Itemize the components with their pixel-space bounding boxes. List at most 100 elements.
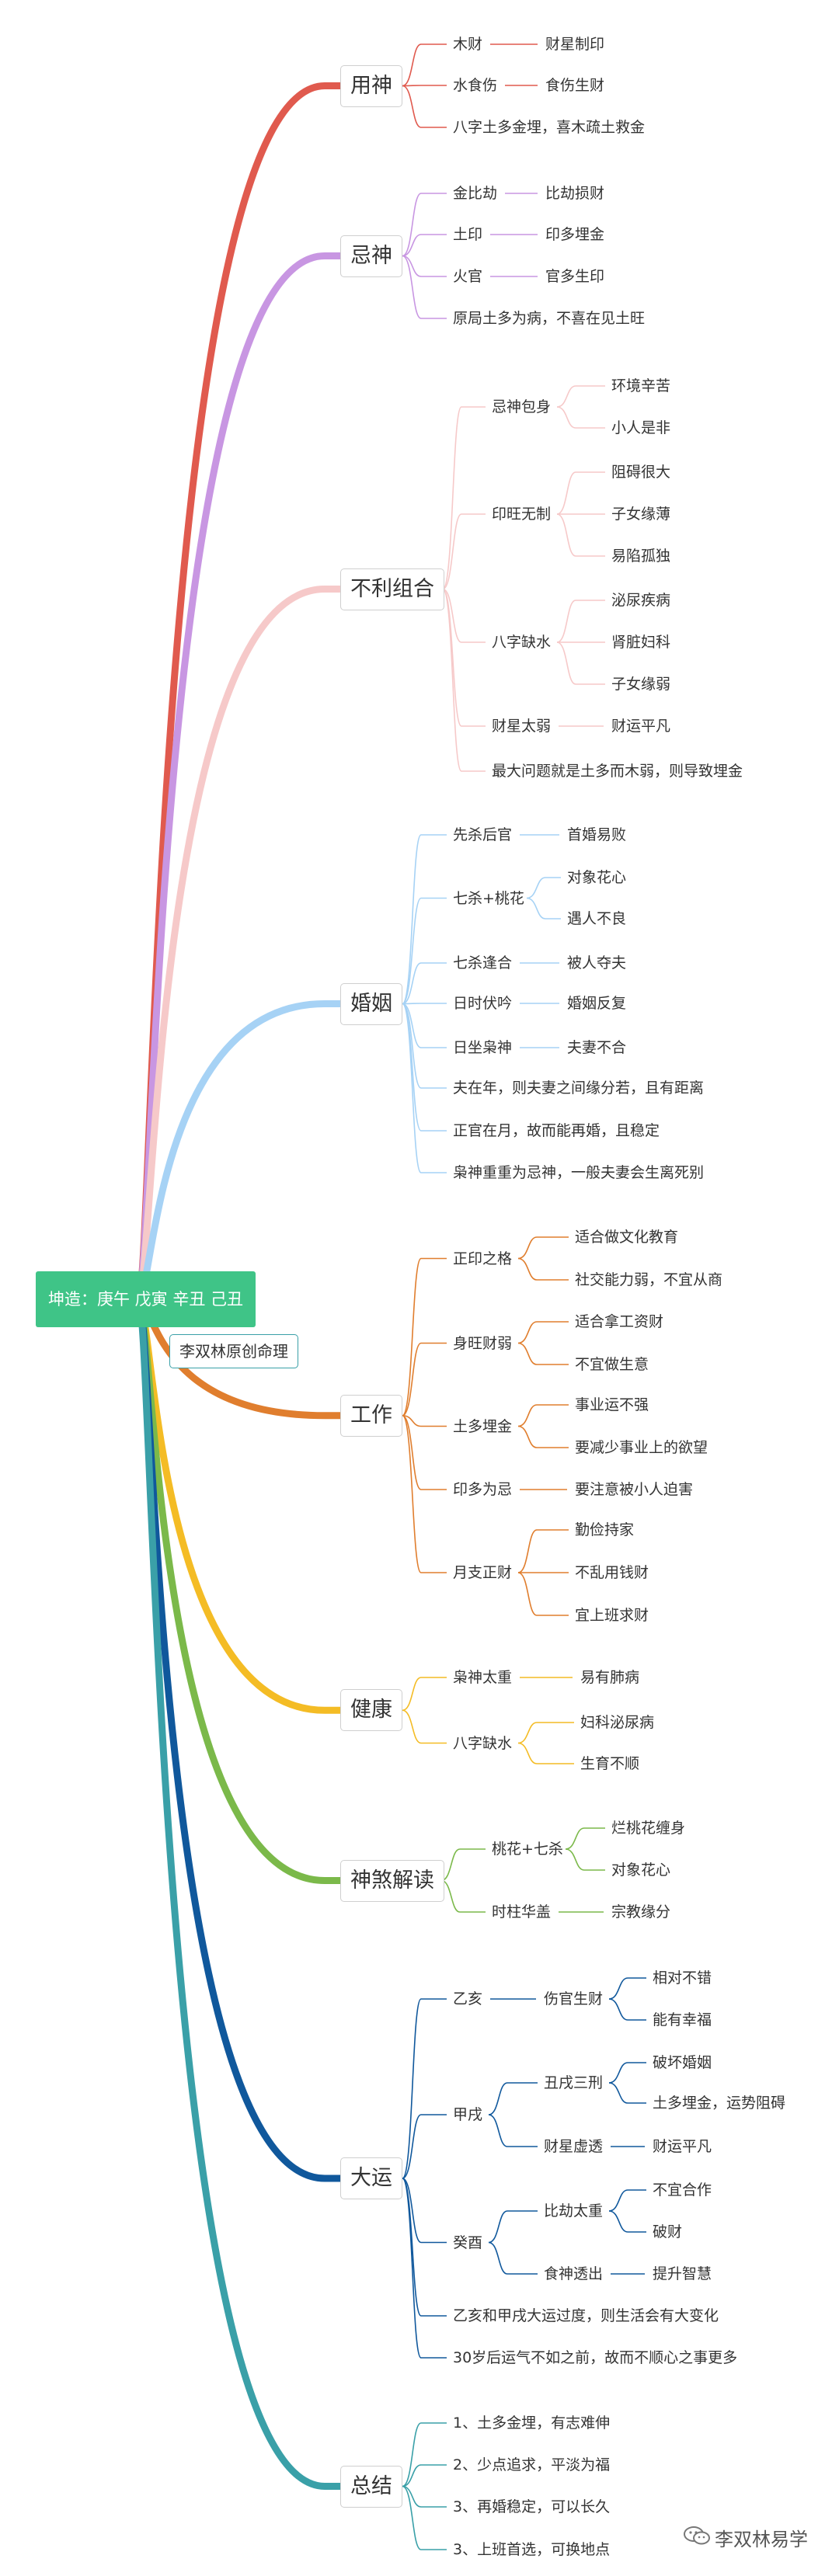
subtopic-node[interactable]: 要减少事业上的欲望 [575, 1439, 708, 1456]
topic-node[interactable]: 枭神重重为忌神，一般夫妻会生离死别 [453, 1164, 705, 1181]
topic-node[interactable]: 八字缺水 [492, 634, 552, 651]
subtopic-node[interactable]: 肾脏妇科 [611, 634, 671, 651]
topic-node[interactable]: 原局土多为病，不喜在见土旺 [453, 310, 646, 327]
subtopic-node[interactable]: 易陷孤独 [611, 548, 671, 565]
topic-node[interactable]: 3、再婚稳定，可以长久 [453, 2498, 611, 2515]
topic-node[interactable]: 八字土多金埋，喜木疏土救金 [453, 119, 646, 136]
subtopic-node[interactable]: 丑戌三刑 [544, 2074, 604, 2091]
subtopic-node[interactable]: 能有幸福 [653, 2011, 712, 2028]
topic-node[interactable]: 水食伤 [453, 77, 498, 94]
branch-node[interactable]: 用神 [340, 64, 402, 107]
topic-node[interactable]: 身旺财弱 [453, 1334, 513, 1352]
subtopic-node[interactable]: 破坏婚姻 [653, 2054, 712, 2071]
topic-node[interactable]: 日时伏吟 [453, 995, 513, 1012]
subtopic-node[interactable]: 被人夺夫 [567, 954, 627, 972]
branch-node[interactable]: 忌神 [340, 235, 402, 277]
subtopic-node[interactable]: 勤俭持家 [575, 1521, 635, 1538]
subtopic-node[interactable]: 适合做文化教育 [575, 1229, 679, 1246]
subtopic-node[interactable]: 对象花心 [611, 1862, 671, 1879]
root-node[interactable]: 坤造：庚午 戊寅 辛丑 己丑 [36, 1271, 256, 1327]
subtopic-node[interactable]: 子女缘薄 [611, 506, 671, 523]
topic-node[interactable]: 夫在年，则夫妻之间缘分若，且有距离 [453, 1079, 705, 1097]
branch-node[interactable]: 工作 [340, 1394, 402, 1437]
topic-node[interactable]: 时柱华盖 [492, 1903, 552, 1921]
topic-node[interactable]: 先杀后官 [453, 826, 513, 843]
subtopic-node[interactable]: 宜上班求财 [575, 1607, 649, 1624]
topic-node[interactable]: 乙亥 [453, 1990, 483, 2008]
subtopic-node[interactable]: 不乱用钱财 [575, 1564, 649, 1581]
subtopic-node[interactable]: 阻碍很大 [611, 464, 671, 481]
subtopic-node[interactable]: 小人是非 [611, 419, 671, 436]
subtopic-node[interactable]: 财星制印 [545, 36, 605, 53]
subtopic-node[interactable]: 对象花心 [567, 869, 627, 886]
branch-node[interactable]: 神煞解读 [340, 1859, 444, 1902]
topic-node[interactable]: 火官 [453, 268, 483, 285]
subtopic-node[interactable]: 财运平凡 [611, 718, 671, 735]
topic-node[interactable]: 2、少点追求，平淡为福 [453, 2456, 611, 2473]
subtopic-node[interactable]: 土多埋金，运势阻碍 [653, 2095, 786, 2112]
subtopic-node[interactable]: 妇科泌尿病 [580, 1714, 655, 1731]
subtopic-node[interactable]: 易有肺病 [580, 1669, 640, 1686]
topic-node[interactable]: 忌神包身 [492, 398, 552, 415]
subtopic-node[interactable]: 泌尿疾病 [611, 592, 671, 609]
subtopic-node[interactable]: 财运平凡 [653, 2138, 712, 2155]
connector-line [488, 2114, 538, 2147]
topic-node[interactable]: 月支正财 [453, 1564, 513, 1581]
topic-node[interactable]: 金比劫 [453, 185, 498, 202]
topic-node[interactable]: 1、土多金埋，有志难伸 [453, 2414, 611, 2432]
subtopic-node[interactable]: 比劫损财 [545, 185, 605, 202]
subtopic-node[interactable]: 生育不顺 [580, 1755, 640, 1772]
subtopic-node[interactable]: 财星虚透 [544, 2138, 604, 2155]
subtopic-node[interactable]: 破财 [653, 2223, 683, 2241]
topic-node[interactable]: 30岁后运气不如之前，故而不顺心之事更多 [453, 2349, 738, 2366]
subtopic-node[interactable]: 比劫太重 [544, 2202, 604, 2220]
subtopic-node[interactable]: 婚姻反复 [567, 995, 627, 1012]
branch-node[interactable]: 健康 [340, 1689, 402, 1732]
subtopic-node[interactable]: 事业运不强 [575, 1396, 649, 1413]
topic-node[interactable]: 最大问题就是土多而木弱，则导致埋金 [492, 763, 743, 780]
subtopic-node[interactable]: 食伤生财 [545, 77, 605, 94]
topic-node[interactable]: 桃花+七杀 [492, 1841, 563, 1858]
topic-node[interactable]: 乙亥和甲戌大运过度，则生活会有大变化 [453, 2307, 719, 2324]
subtopic-node[interactable]: 适合拿工资财 [575, 1313, 664, 1330]
topic-node[interactable]: 癸酉 [453, 2234, 483, 2251]
subtopic-node[interactable]: 不宜做生意 [575, 1356, 649, 1373]
topic-node[interactable]: 印旺无制 [492, 506, 552, 523]
topic-node[interactable]: 3、上班首选，可换地点 [453, 2541, 611, 2558]
topic-node[interactable]: 正印之格 [453, 1250, 513, 1267]
topic-node[interactable]: 土多埋金 [453, 1417, 513, 1435]
subtopic-node[interactable]: 伤官生财 [544, 1990, 604, 2008]
branch-node[interactable]: 婚姻 [340, 982, 402, 1025]
subtopic-node[interactable]: 不宜合作 [653, 2181, 712, 2199]
subtopic-node[interactable]: 首婚易败 [567, 826, 627, 843]
connector-line [402, 1998, 447, 2179]
branch-node[interactable]: 总结 [340, 2465, 402, 2508]
subtopic-node[interactable]: 子女缘弱 [611, 676, 671, 693]
subtopic-node[interactable]: 宗教缘分 [611, 1903, 671, 1921]
topic-node[interactable]: 木财 [453, 36, 483, 53]
topic-node[interactable]: 枭神太重 [453, 1669, 513, 1686]
subtopic-node[interactable]: 夫妻不合 [567, 1039, 627, 1056]
branch-node[interactable]: 大运 [340, 2157, 402, 2199]
subtopic-node[interactable]: 烂桃花缠身 [611, 1820, 686, 1837]
topic-node[interactable]: 七杀逢合 [453, 954, 513, 972]
topic-node[interactable]: 土印 [453, 226, 483, 243]
topic-node[interactable]: 八字缺水 [453, 1734, 513, 1752]
topic-node[interactable]: 日坐枭神 [453, 1039, 513, 1056]
topic-node[interactable]: 甲戌 [453, 2106, 483, 2123]
topic-node[interactable]: 印多为忌 [453, 1481, 513, 1498]
subtopic-node[interactable]: 社交能力弱，不宜从商 [575, 1271, 723, 1288]
branch-node[interactable]: 不利组合 [340, 568, 444, 610]
subtopic-node[interactable]: 相对不错 [653, 1969, 712, 1987]
connector-line [608, 2082, 646, 2104]
subtopic-node[interactable]: 要注意被小人迫害 [575, 1481, 694, 1498]
subtopic-node[interactable]: 遇人不良 [567, 910, 627, 927]
topic-node[interactable]: 正官在月，故而能再婚，且稳定 [453, 1122, 660, 1139]
subtopic-node[interactable]: 官多生印 [545, 268, 605, 285]
subtopic-node[interactable]: 环境辛苦 [611, 377, 671, 395]
subtopic-node[interactable]: 印多埋金 [545, 226, 605, 243]
topic-node[interactable]: 财星太弱 [492, 718, 552, 735]
subtopic-node[interactable]: 提升智慧 [653, 2265, 712, 2282]
subtopic-node[interactable]: 食神透出 [544, 2265, 604, 2282]
topic-node[interactable]: 七杀+桃花 [453, 889, 524, 907]
